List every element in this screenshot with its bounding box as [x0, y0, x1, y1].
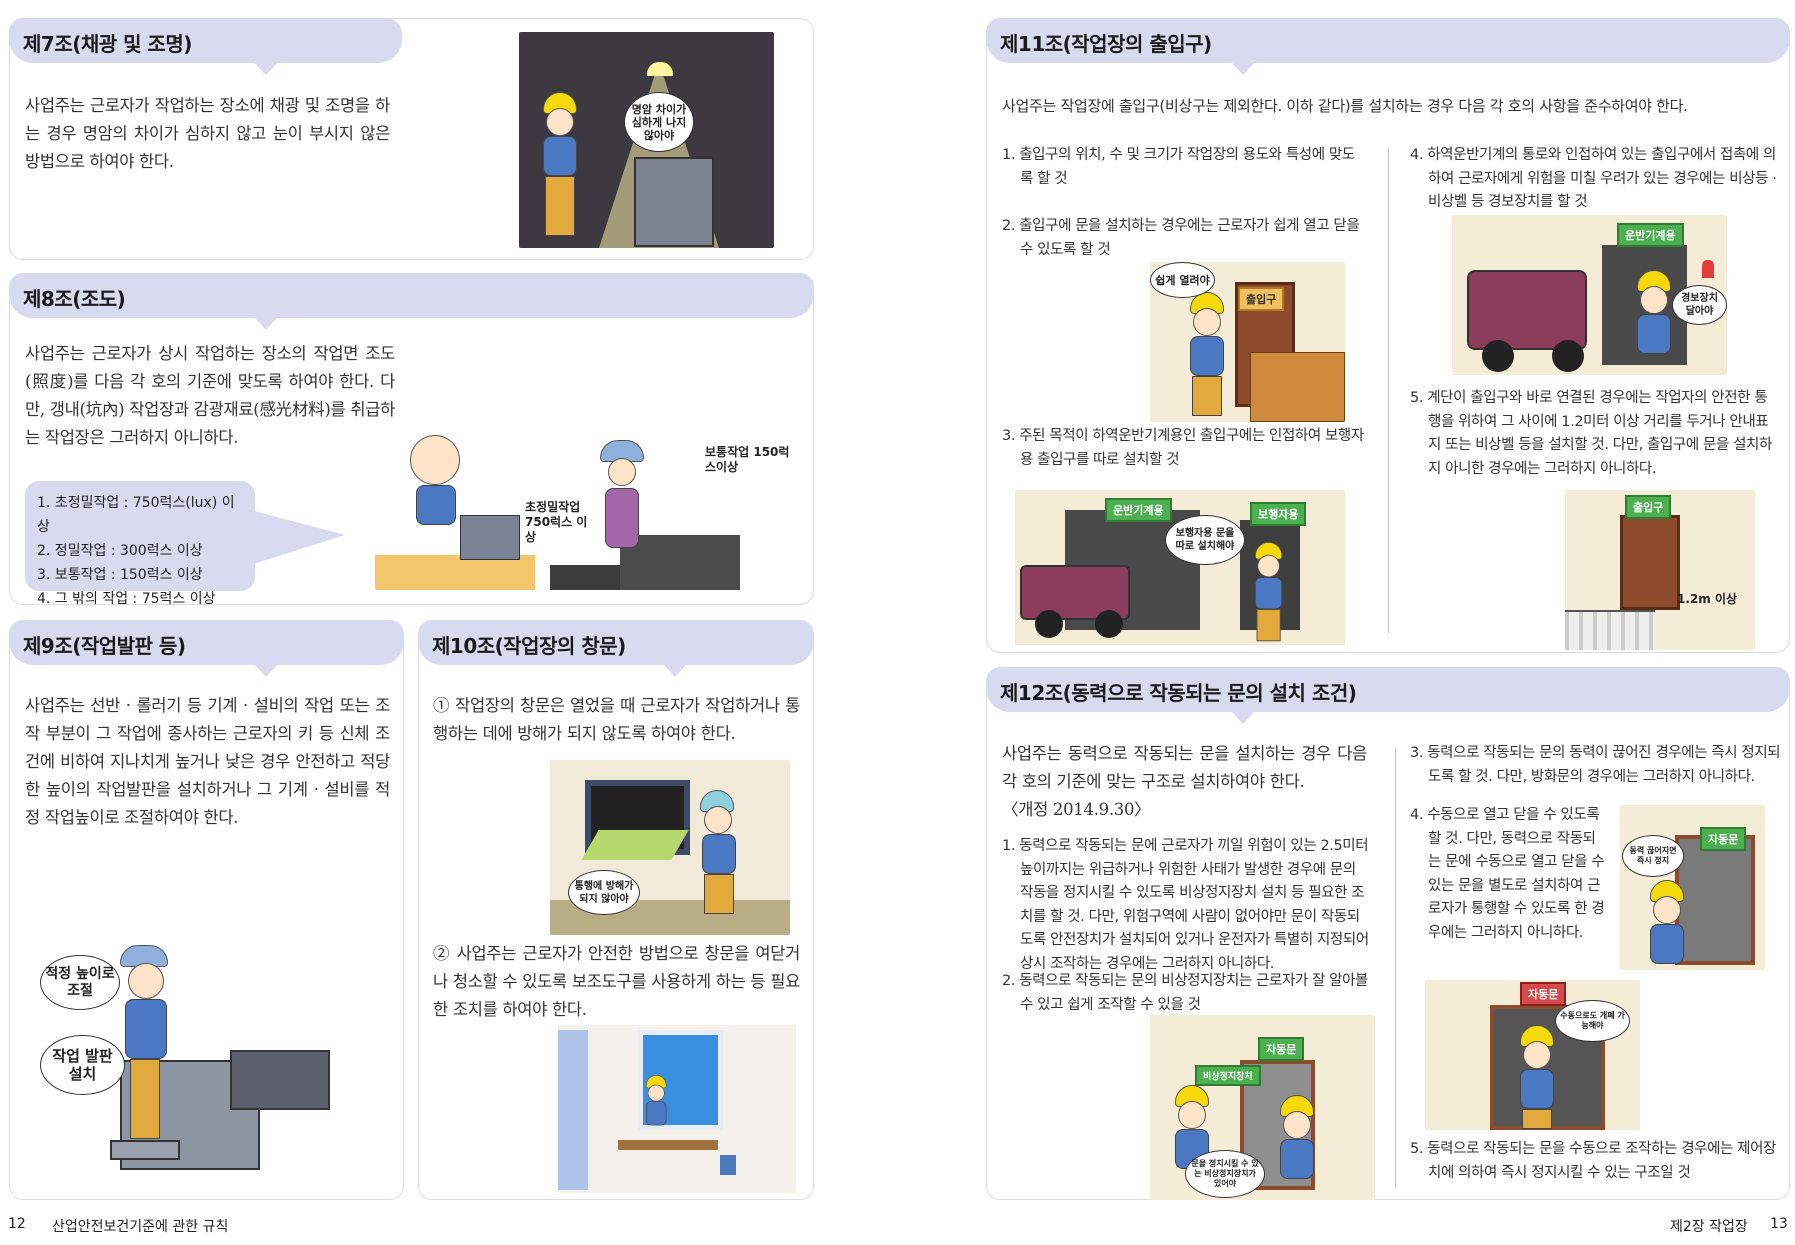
- article-8-title: 제8조(조도): [9, 273, 814, 330]
- article-7-title: 제7조(채광 및 조명): [9, 18, 402, 75]
- emergency-stop-illustration: 자동문 비상정지장치 문을 정지시킬 수 있는 비상정지장치가 있어야: [1150, 1015, 1375, 1200]
- page-number-left: 12: [8, 1216, 26, 1232]
- stairs-icon: [1565, 610, 1655, 650]
- article-10-title: 제10조(작업장의 창문): [418, 620, 814, 677]
- article-7-body: 사업주는 근로자가 작업하는 장소에 채광 및 조명을 하는 경우 명암의 차이…: [25, 96, 390, 171]
- article-12-item-3: 3. 동력으로 작동되는 문의 동력이 끊어진 경우에는 즉시 정지되도록 할 …: [1410, 745, 1781, 785]
- manual-open-illustration: 자동문 수동으로도 개폐 가능해야: [1425, 980, 1640, 1130]
- lighting-illustration: 명암 차이가 심하게 나지 않아야: [519, 32, 774, 248]
- article-9-title: 제9조(작업발판 등): [9, 620, 404, 677]
- lux-standards-box: 1. 초정밀작업 : 750럭스(lux) 이상 2. 정밀작업 : 300럭스…: [25, 481, 255, 607]
- article-10-para2: ② 사업주는 근로자가 안전한 방법으로 창문을 여닫거나 청소할 수 있도록 …: [433, 944, 800, 1019]
- article-12-intro: 사업주는 동력으로 작동되는 문을 설치하는 경우 다음 각 호의 기준에 맞는…: [1002, 744, 1367, 791]
- article-11-intro: 사업주는 작업장에 출입구(비상구는 제외한다. 이하 같다)를 설치하는 경우…: [1002, 97, 1688, 115]
- article-12-title: 제12조(동력으로 작동되는 문의 설치 조건): [986, 667, 1790, 724]
- lux-item: 3. 보통작업 : 150럭스 이상: [37, 567, 203, 583]
- distance-label: 1.2m 이상: [1677, 592, 1738, 606]
- speech-bubble: 문을 정지시킬 수 있는 비상정지장치가 있어야: [1185, 1150, 1265, 1198]
- article-11-item-3: 3. 주된 목적이 하역운반기계용인 출입구에는 인접하여 보행자용 출입구를 …: [1002, 428, 1364, 468]
- article-12-item-5: 5. 동력으로 작동되는 문을 수동으로 조작하는 경우에는 제어장치에 의하여…: [1410, 1141, 1776, 1181]
- forklift-icon: [1467, 270, 1587, 350]
- label-precision: 초정밀작업 750럭스 이상: [525, 500, 588, 544]
- easy-open-door-illustration: 출입구 쉽게 열려야: [1150, 262, 1345, 422]
- illuminance-illustration: 초정밀작업 750럭스 이상 보통작업 150럭스이상: [375, 425, 800, 590]
- stairs-distance-illustration: 출입구 1.2m 이상: [1565, 490, 1755, 650]
- entrance-sign: 출입구: [1625, 495, 1672, 519]
- page-number-right: 13: [1770, 1216, 1788, 1232]
- article-12-item-4: 4. 수동으로 열고 닫을 수 있도록 할 것. 다만, 동력으로 작동되는 문…: [1410, 807, 1605, 941]
- label-normal: 보통작업 150럭스이상: [705, 445, 790, 474]
- window-obstruction-illustration: 통행에 방해가 되지 않아야: [550, 760, 790, 935]
- lux-item: 1. 초정밀작업 : 750럭스(lux) 이상: [37, 495, 235, 535]
- article-11-item-4: 4. 하역운반기계의 통로와 인접하여 있는 출입구에서 접촉에 의하여 근로자…: [1410, 147, 1777, 210]
- speech-bubble: 경보장치 달아야: [1672, 285, 1727, 325]
- lux-item: 2. 정밀작업 : 300럭스 이상: [37, 543, 203, 559]
- alarm-light-icon: [1702, 260, 1714, 278]
- article-11-item-2: 2. 출입구에 문을 설치하는 경우에는 근로자가 쉽게 열고 닫을 수 있도록…: [1002, 218, 1360, 258]
- pedestrian-door-illustration: 운반기계용 보행자용 보행자용 문을 따로 설치해야: [1015, 490, 1345, 645]
- pedestrian-sign: 보행자용: [1250, 502, 1307, 526]
- article-9-body: 사업주는 선반 · 롤러기 등 기계 · 설비의 작업 또는 조작 부분이 그 …: [25, 696, 390, 827]
- speech-bubble: 통행에 방해가 되지 않아야: [568, 870, 640, 915]
- article-12-item-1: 1. 동력으로 작동되는 문에 근로자가 끼일 위험이 있는 2.5미터 높이까…: [1002, 838, 1369, 972]
- book-title: 산업안전보건기준에 관한 규칙: [52, 1219, 229, 1235]
- auto-door-sign: 자동문: [1520, 982, 1567, 1006]
- machine-icon: [634, 157, 714, 247]
- wheel: [1035, 610, 1063, 638]
- lamp-icon: [647, 62, 673, 76]
- column-divider: [1388, 148, 1389, 633]
- article-8-body: 사업주는 근로자가 상시 작업하는 장소의 작업면 조도(照度)를 다음 각 호…: [25, 344, 395, 447]
- machine-sign: 운반기계용: [1105, 498, 1172, 522]
- speech-bubble-install-platform: 작업 발판 설치: [40, 1035, 125, 1095]
- speech-bubble: 수동으로도 개폐 가능해야: [1555, 1000, 1630, 1042]
- wheel: [1095, 610, 1123, 638]
- power-cut-door-illustration: 자동문 동력 끊어지면 즉시 정지: [1620, 805, 1765, 970]
- article-11-item-5: 5. 계단이 출입구와 바로 연결된 경우에는 작업자의 안전한 통행을 위하여…: [1410, 390, 1772, 477]
- article-10-para1: ① 작업장의 창문은 열었을 때 근로자가 작업하거나 통행하는 데에 방해가 …: [433, 696, 800, 743]
- article-12-item-2: 2. 동력으로 작동되는 문의 비상정지장치는 근로자가 잘 알아볼 수 있고 …: [1002, 973, 1368, 1013]
- speech-bubble: 명암 차이가 심하게 나지 않아야: [624, 92, 694, 152]
- alarm-illustration: 운반기계용 경보장치 달아야: [1452, 215, 1727, 375]
- auto-door-sign: 자동문: [1258, 1037, 1305, 1061]
- work-platform-illustration: 적정 높이로 조절 작업 발판 설치: [40, 940, 360, 1170]
- speech-bubble: 보행자용 문을 따로 설치해야: [1165, 515, 1245, 565]
- speech-bubble-adjust-height: 적정 높이로 조절: [40, 955, 120, 1010]
- lux-box-tail: [250, 510, 345, 565]
- entrance-sign: 출입구: [1238, 287, 1285, 311]
- column-divider: [1395, 748, 1396, 1188]
- chapter-title: 제2장 작업장: [1670, 1219, 1748, 1235]
- emergency-stop-sign: 비상정지장치: [1195, 1065, 1261, 1086]
- machine-sign: 운반기계용: [1617, 223, 1684, 247]
- auto-door-sign: 자동문: [1700, 827, 1747, 851]
- lux-item: 4. 그 밖의 작업 : 75럭스 이상: [37, 591, 216, 607]
- speech-bubble: 쉽게 열려야: [1150, 262, 1215, 298]
- trash-bin-icon: [720, 1155, 736, 1175]
- article-11-title: 제11조(작업장의 출입구): [986, 18, 1790, 75]
- article-11-item-1: 1. 출입구의 위치, 수 및 크기가 작업장의 용도와 특성에 맞도록 할 것: [1002, 147, 1355, 187]
- window-cleaning-illustration: [558, 1025, 796, 1193]
- amendment-note: 〈개정 2014.9.30〉: [1002, 800, 1151, 819]
- speech-bubble: 동력 끊어지면 즉시 정지: [1622, 835, 1684, 877]
